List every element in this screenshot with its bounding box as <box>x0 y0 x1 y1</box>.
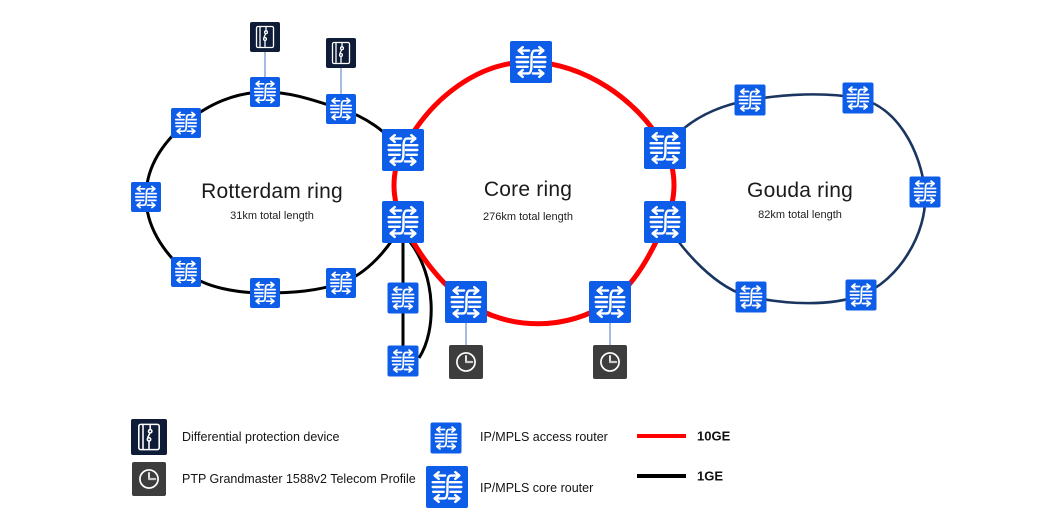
ptp-clock-node <box>449 345 483 379</box>
access-router-node <box>387 345 419 377</box>
core-router-node <box>589 281 631 323</box>
router-icon <box>910 177 941 208</box>
legend-core-router-swatch <box>426 466 468 508</box>
router-icon <box>843 83 874 114</box>
access-router-node <box>842 82 874 114</box>
differential-protection-node <box>326 38 356 68</box>
legend-1ge-label: 1GE <box>697 468 724 484</box>
legend-access-router-swatch <box>430 422 462 454</box>
router-icon <box>382 201 424 243</box>
router-icon <box>326 94 356 124</box>
core-router-node <box>644 201 686 243</box>
router-icon <box>171 257 201 287</box>
core-router-node <box>382 129 424 171</box>
legend-differential-protection-swatch <box>131 419 167 455</box>
core-router-node <box>445 281 487 323</box>
access-router-node <box>250 278 280 308</box>
access-router-node <box>387 282 419 314</box>
access-router-node <box>171 257 201 287</box>
access-router-node <box>326 268 356 298</box>
router-icon <box>644 127 686 169</box>
router-icon <box>131 182 161 212</box>
clock-icon <box>449 345 483 379</box>
access-router-node <box>734 84 766 116</box>
spur-link-curved <box>408 241 433 359</box>
core-ring-title: Core ring <box>483 178 573 201</box>
router-icon <box>326 268 356 298</box>
access-router-node <box>735 281 767 313</box>
core-ring-length: 276km total length <box>483 211 573 223</box>
clock-icon <box>132 462 166 496</box>
breaker-icon <box>250 22 280 52</box>
router-icon <box>426 466 468 508</box>
router-icon <box>250 77 280 107</box>
gouda-ring-length: 82km total length <box>758 209 842 221</box>
breaker-icon <box>131 419 167 455</box>
router-icon <box>382 129 424 171</box>
access-router-node <box>171 108 201 138</box>
rotterdam-ring-length: 31km total length <box>230 210 314 222</box>
legend-access-router-label: IP/MPLS access router <box>480 430 608 444</box>
router-icon <box>736 282 767 313</box>
router-icon <box>445 281 487 323</box>
router-icon <box>846 280 877 311</box>
router-icon <box>510 41 552 83</box>
legend-1ge-line-swatch <box>637 474 686 478</box>
rotterdam-ring-title: Rotterdam ring <box>201 180 343 203</box>
differential-protection-node <box>250 22 280 52</box>
access-router-node <box>845 279 877 311</box>
core-router-node <box>382 201 424 243</box>
router-icon <box>388 283 419 314</box>
access-router-node <box>326 94 356 124</box>
router-icon <box>735 85 766 116</box>
router-icon <box>388 346 419 377</box>
router-icon <box>644 201 686 243</box>
router-icon <box>171 108 201 138</box>
breaker-icon <box>326 38 356 68</box>
access-router-node <box>909 176 941 208</box>
legend-core-router-label: IP/MPLS core router <box>480 481 594 495</box>
core-router-node <box>644 127 686 169</box>
legend-differential-protection-label: Differential protection device <box>182 430 340 444</box>
access-router-node <box>250 77 280 107</box>
router-icon <box>250 278 280 308</box>
core-router-node <box>510 41 552 83</box>
ptp-clock-node <box>593 345 627 379</box>
router-icon <box>589 281 631 323</box>
clock-icon <box>593 345 627 379</box>
gouda-ring-title: Gouda ring <box>747 179 853 202</box>
legend-10ge-label: 10GE <box>697 428 731 444</box>
legend-ptp-clock-label: PTP Grandmaster 1588v2 Telecom Profile <box>182 472 416 486</box>
access-router-node <box>131 182 161 212</box>
legend-10ge-line-swatch <box>637 434 686 438</box>
router-icon <box>431 423 462 454</box>
legend-ptp-clock-swatch <box>132 462 166 496</box>
